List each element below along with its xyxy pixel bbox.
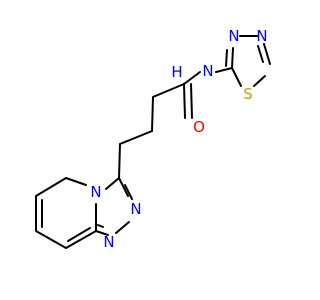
atom-label-n-triazole-b: N [103,233,114,251]
bond [118,143,121,179]
bond [119,130,153,145]
bond [183,83,186,119]
bond [95,230,109,236]
bond [65,230,97,249]
amide-group [183,71,201,119]
bond [257,45,264,63]
bond [65,177,87,186]
atom-label-h-amide: H [171,63,182,81]
bond [151,96,154,132]
bond [225,49,228,67]
bond [35,177,67,197]
atom-label-n-triazole-a: N [130,200,141,218]
atom-labels: N H O N N S N N N [90,27,267,251]
bond [97,224,104,228]
atom-label-n-amide: N [202,62,213,80]
atom-label-s-thiadiazole: S [243,85,253,103]
atom-label-n-bridgehead: N [90,183,101,201]
bond [105,177,120,190]
molecule-structure-diagram: N H O N N S N N N [35,27,271,251]
bond [253,75,266,87]
bond [190,83,193,119]
alkyl-chain [118,83,185,179]
atom-label-n-thiadiazole-a: N [228,27,239,45]
bond [35,230,67,249]
atom-label-o-carbonyl: O [193,118,205,136]
bond [263,43,271,65]
bond [115,221,130,234]
bond [118,177,129,197]
thiadiazole-ring [215,35,271,87]
atom-label-n-thiadiazole-b: N [256,27,267,45]
triazole-ring [95,177,133,236]
pyridine-ring [35,177,97,249]
bond [152,83,185,98]
bond [124,184,133,200]
bond [67,227,91,242]
bond [183,71,201,85]
bond [231,67,242,87]
bond [231,47,234,69]
bond [215,67,233,73]
